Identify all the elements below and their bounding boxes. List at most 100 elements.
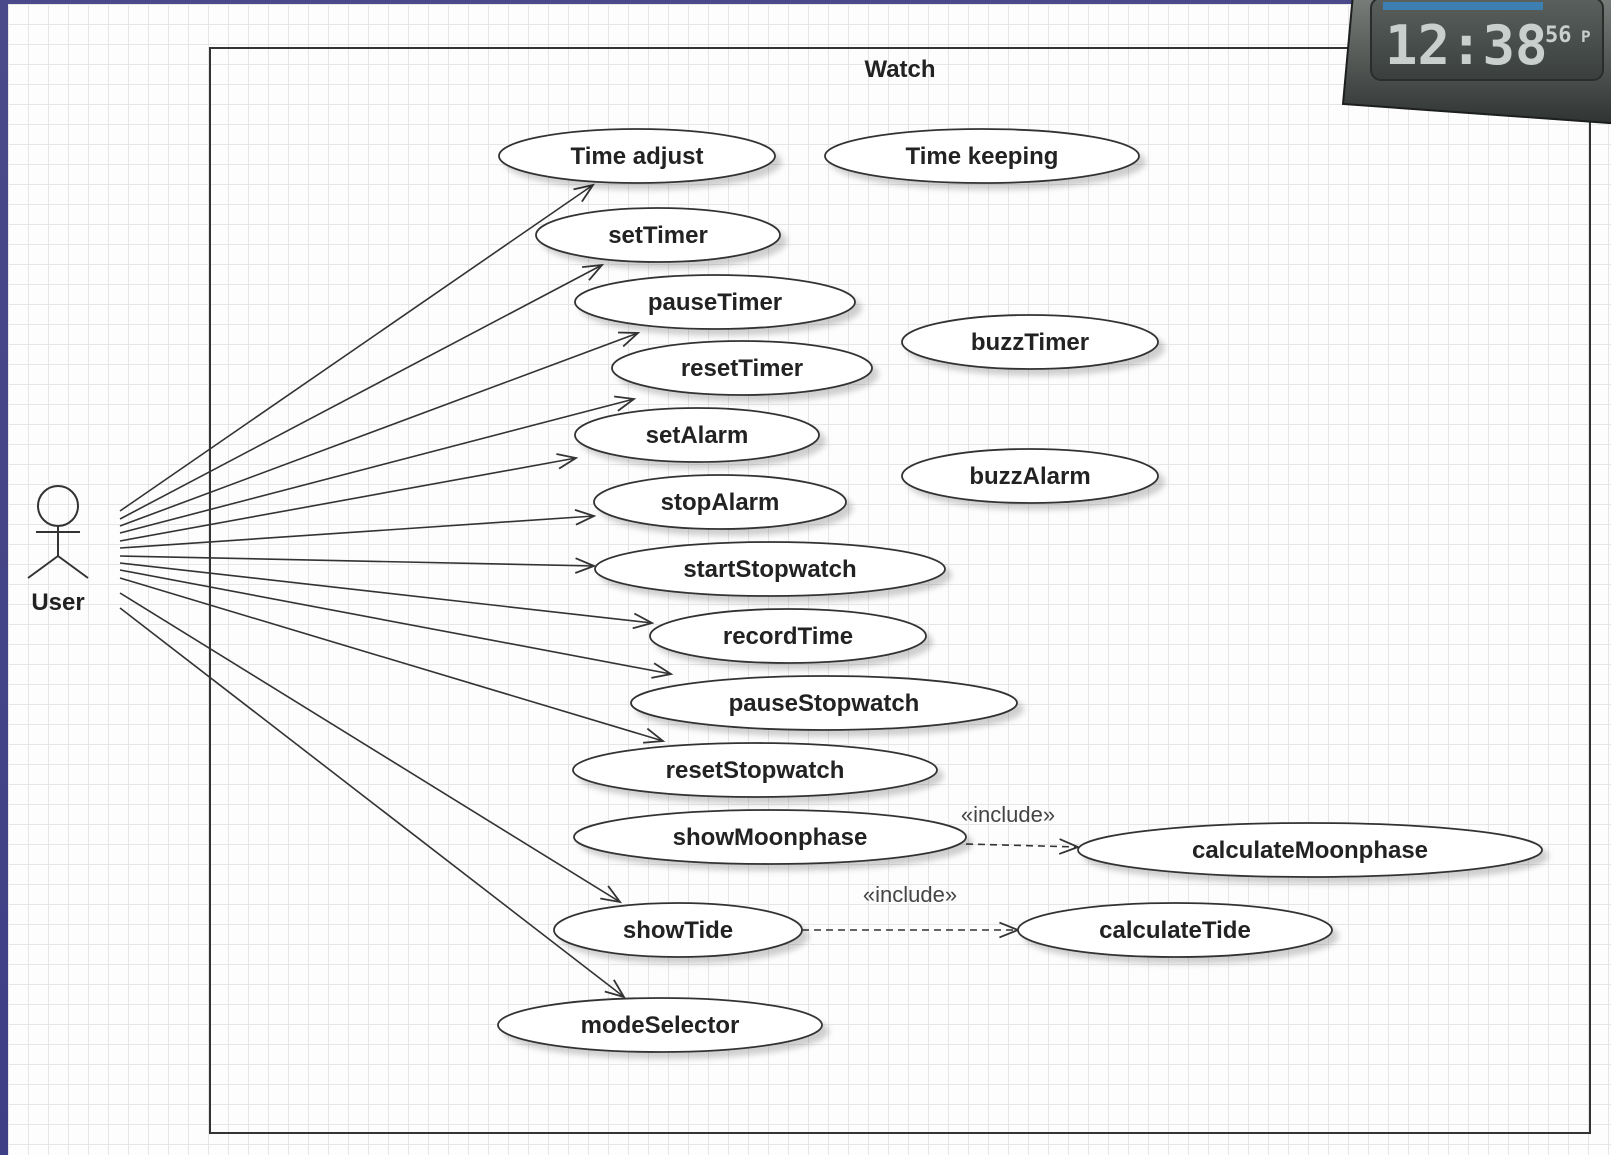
use-case-ellipse (901, 314, 1159, 370)
use-case-buzz-timer[interactable]: buzzTimer (901, 314, 1159, 370)
watch-seconds: 56 (1545, 23, 1572, 48)
association-arrowhead (642, 727, 666, 744)
association-arrowhead (556, 453, 579, 470)
include-arrowhead (1058, 838, 1081, 855)
use-case-ellipse (553, 902, 803, 958)
use-case-label: resetTimer (681, 355, 803, 382)
use-case-label: calculateMoonphase (1192, 837, 1428, 864)
association-lines (119, 183, 674, 999)
watch-image: 12:38 56 P (1341, 0, 1611, 124)
use-case-ellipse (1017, 902, 1333, 958)
use-case-ellipse (901, 448, 1159, 504)
association-pause-timer (119, 332, 639, 527)
use-case-buzz-alarm[interactable]: buzzAlarm (901, 448, 1159, 504)
use-case-ellipse (594, 541, 946, 597)
use-case-label: startStopwatch (683, 556, 856, 583)
include-relations: «include» «include» (802, 802, 1081, 939)
use-case-diagram: Watch User «include» «include» Time adjus… (27, 47, 1591, 1134)
use-case-stop-alarm[interactable]: stopAlarm (593, 474, 847, 530)
association-set-timer (119, 264, 603, 520)
use-case-ellipse (573, 809, 967, 865)
use-case-calculate-tide[interactable]: calculateTide (1017, 902, 1333, 958)
actor-right-leg (57, 555, 89, 579)
use-case-ellipse (535, 207, 781, 263)
watch-display (1370, 0, 1604, 81)
association-time-adjust (119, 184, 594, 512)
use-case-label: Time keeping (906, 143, 1059, 170)
use-case-label: buzzAlarm (969, 463, 1090, 490)
use-case-label: Time adjust (571, 143, 704, 170)
use-case-record-time[interactable]: recordTime (649, 608, 927, 664)
use-case-label: showTide (623, 917, 733, 944)
actor-label: User (31, 589, 84, 616)
use-case-start-stopwatch[interactable]: startStopwatch (594, 541, 946, 597)
use-case-label: buzzTimer (971, 329, 1089, 356)
include-stereotype-label: «include» (863, 882, 957, 907)
use-case-ellipse (649, 608, 927, 664)
use-case-label: setTimer (608, 222, 708, 249)
use-case-ellipse (1077, 822, 1543, 878)
association-record-time (119, 562, 653, 624)
use-case-set-timer[interactable]: setTimer (535, 207, 781, 263)
include-show-moonphase (965, 843, 1079, 848)
association-arrowhead (573, 183, 595, 203)
association-arrowhead (632, 612, 655, 630)
association-arrowhead (574, 557, 597, 574)
association-arrowhead (600, 885, 623, 904)
use-case-time-adjust[interactable]: Time adjust (498, 128, 776, 184)
actor-head (37, 485, 79, 527)
use-case-ellipse (497, 997, 823, 1053)
use-case-set-alarm[interactable]: setAlarm (574, 407, 820, 463)
association-arrowhead (614, 395, 637, 412)
association-arrowhead (574, 508, 597, 526)
use-case-label: stopAlarm (661, 489, 780, 516)
use-case-ellipse (611, 340, 873, 396)
use-case-ellipse (572, 742, 938, 798)
diagram-canvas: Watch User «include» «include» Time adjus… (8, 0, 1611, 1155)
association-arrowhead (582, 263, 605, 281)
use-case-label: showMoonphase (673, 824, 868, 851)
association-mode-selector (119, 607, 625, 998)
use-case-label: pauseTimer (648, 289, 782, 316)
watch-time: 12:38 (1385, 14, 1548, 77)
use-case-calculate-moonphase[interactable]: calculateMoonphase (1077, 822, 1543, 878)
use-case-ellipse (574, 274, 856, 330)
association-arrowhead (651, 662, 674, 679)
association-arrowhead (617, 331, 641, 348)
use-case-label: resetStopwatch (666, 757, 845, 784)
use-case-label: setAlarm (646, 422, 749, 449)
watch-indicator-strip (1383, 2, 1543, 10)
association-stop-alarm (119, 515, 595, 549)
use-case-pause-stopwatch[interactable]: pauseStopwatch (630, 675, 1018, 731)
use-case-show-tide[interactable]: showTide (553, 902, 803, 958)
use-case-ellipse (593, 474, 847, 530)
use-case-ellipse (630, 675, 1018, 731)
use-cases: Time adjust Time keeping setTimer pauseTime… (497, 128, 1543, 1053)
use-case-reset-stopwatch[interactable]: resetStopwatch (572, 742, 938, 798)
include-stereotype-label: «include» (961, 802, 1055, 827)
use-case-ellipse (574, 407, 820, 463)
use-case-show-moonphase[interactable]: showMoonphase (573, 809, 967, 865)
use-case-reset-timer[interactable]: resetTimer (611, 340, 873, 396)
use-case-ellipse (498, 128, 776, 184)
actor-left-leg (27, 555, 59, 579)
use-case-label: calculateTide (1099, 917, 1251, 944)
association-reset-timer (119, 398, 635, 534)
association-reset-stopwatch (119, 577, 664, 742)
system-title: Watch (864, 56, 935, 83)
use-case-pause-timer[interactable]: pauseTimer (574, 274, 856, 330)
use-case-label: pauseStopwatch (729, 690, 920, 717)
use-case-label: recordTime (723, 623, 853, 650)
system-boundary (209, 47, 1591, 1134)
association-set-alarm (119, 457, 577, 542)
association-show-tide (119, 592, 621, 903)
use-case-time-keeping[interactable]: Time keeping (824, 128, 1140, 184)
association-start-stopwatch (119, 555, 595, 567)
use-case-ellipse (824, 128, 1140, 184)
actor-user: User (27, 485, 89, 616)
watch-ampm: P (1581, 27, 1591, 46)
association-arrowhead (604, 979, 626, 999)
association-pause-stopwatch (119, 569, 672, 675)
use-case-mode-selector[interactable]: modeSelector (497, 997, 823, 1053)
use-case-label: modeSelector (581, 1012, 740, 1039)
